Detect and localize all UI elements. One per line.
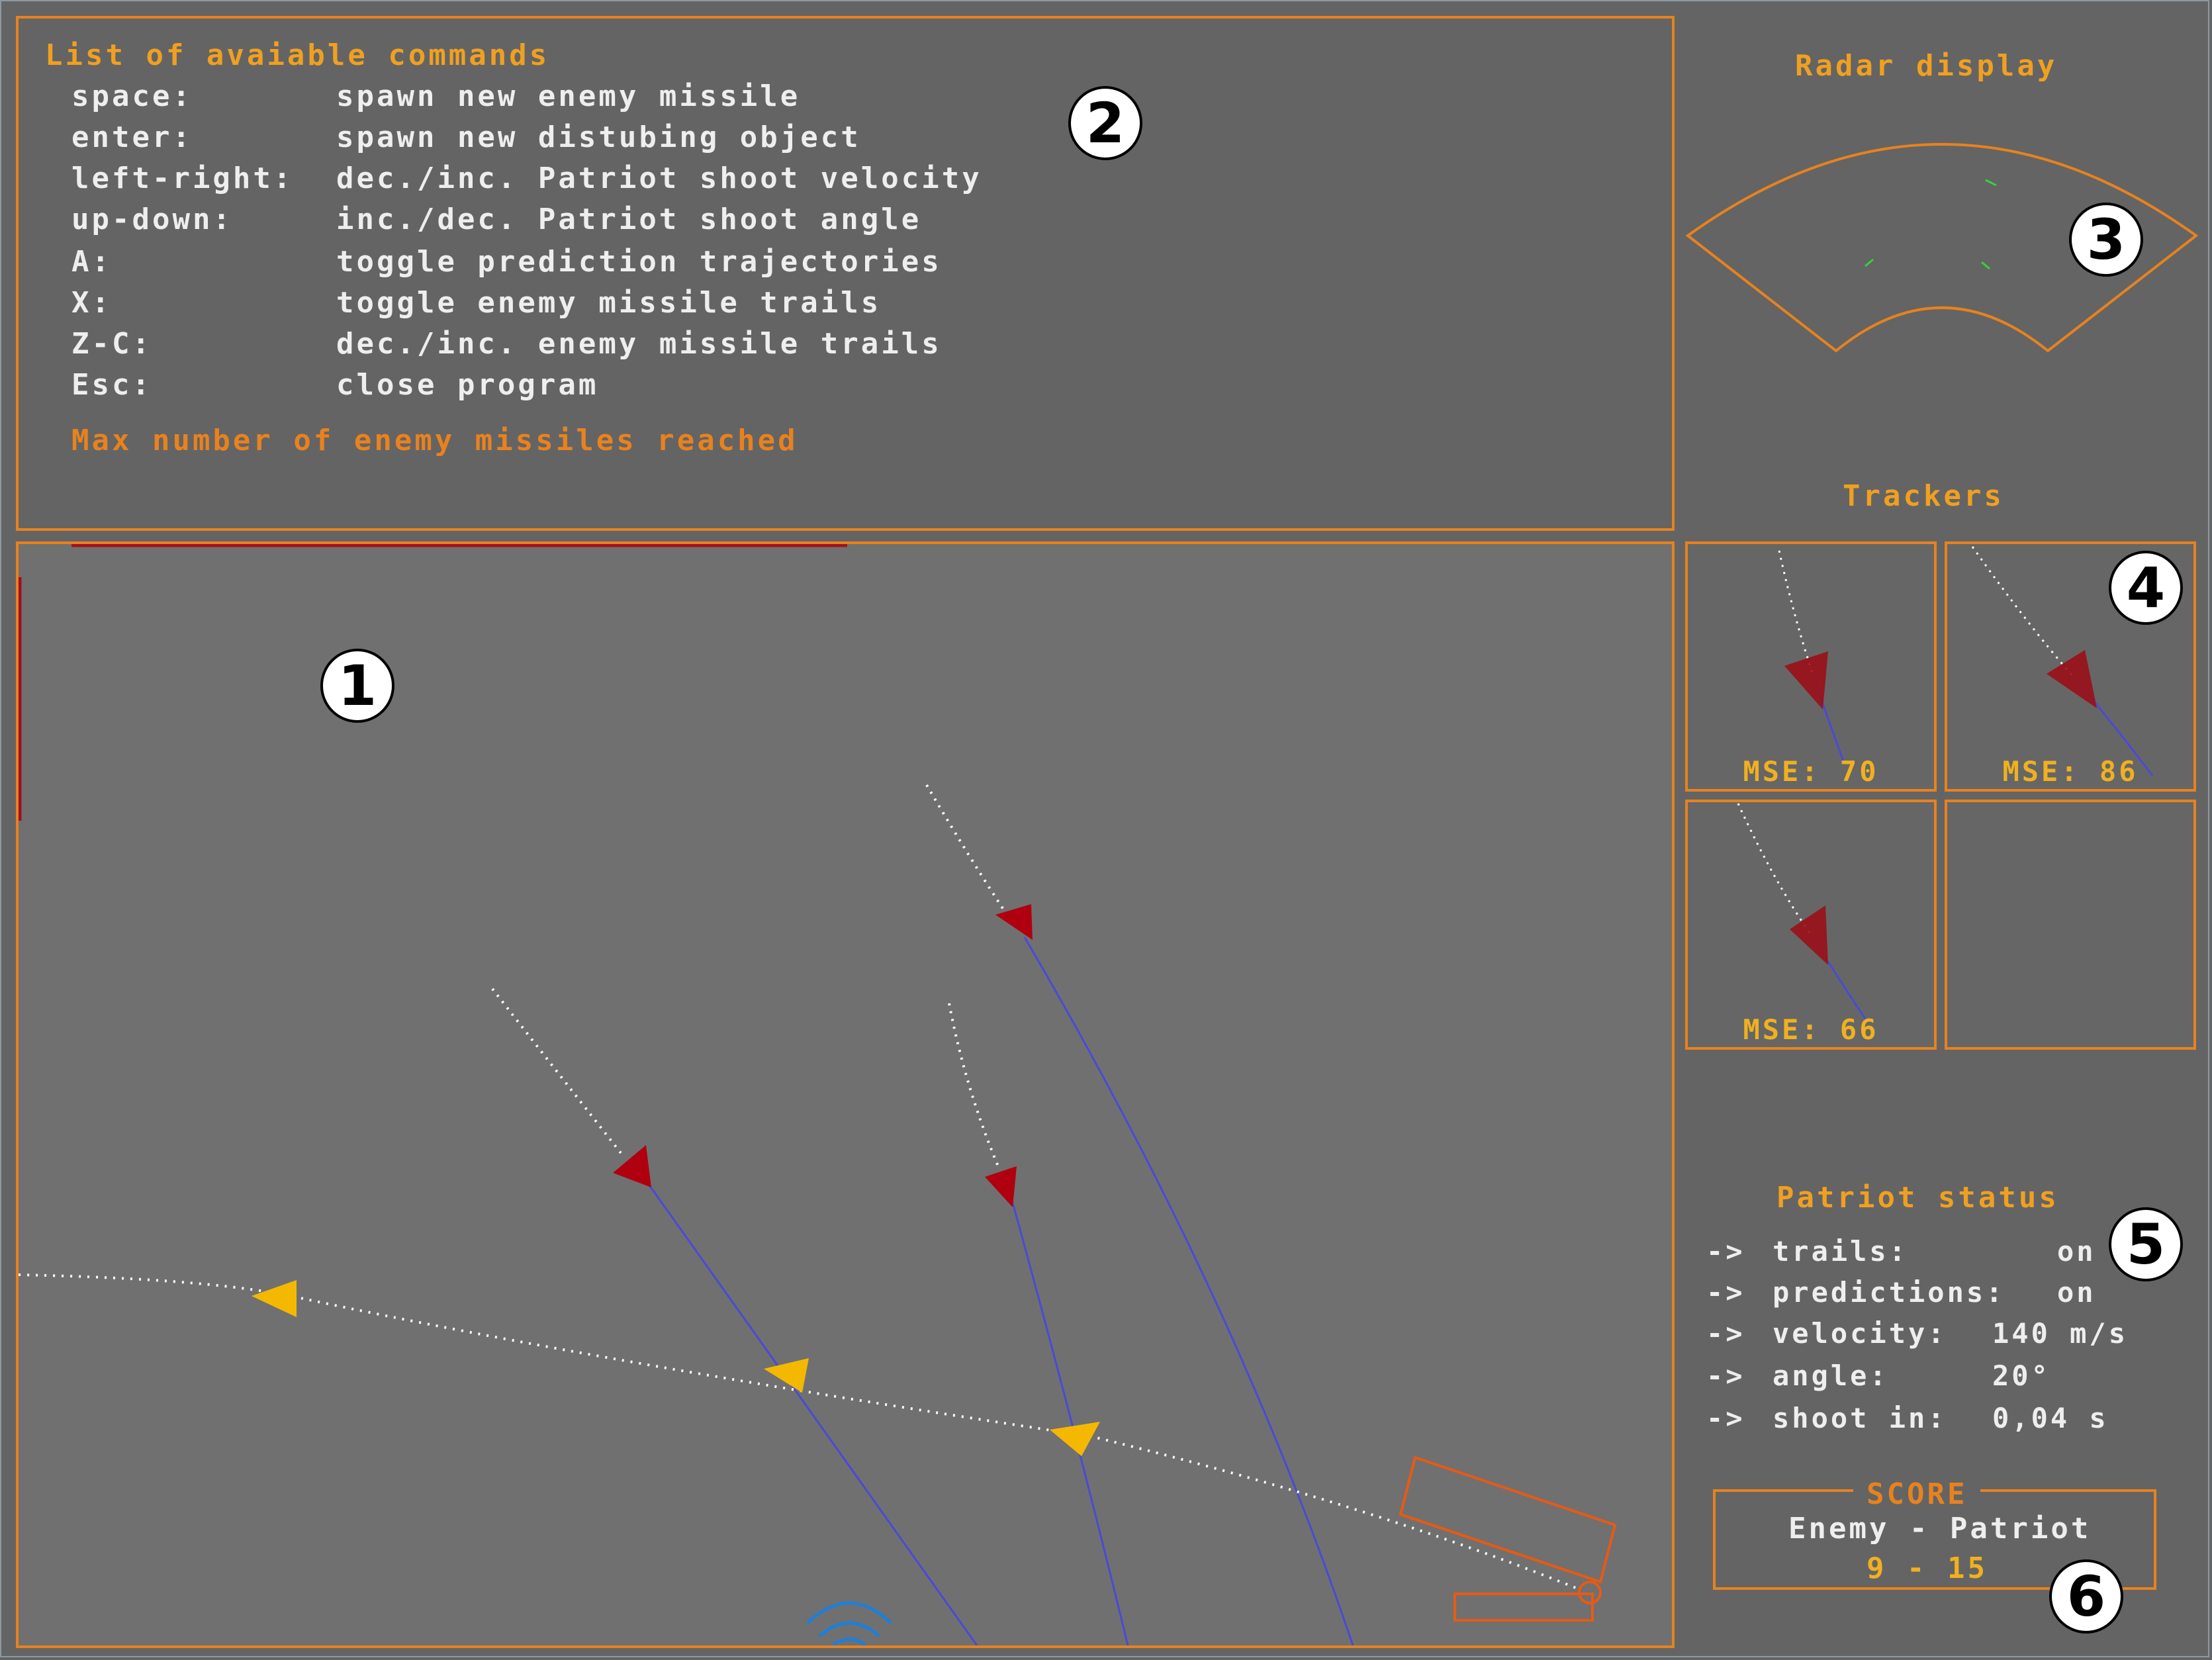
badge-5: 5: [2109, 1207, 2183, 1281]
radar-display: [1685, 143, 2199, 353]
tracker-mse: MSE: 70: [1743, 755, 1879, 788]
command-desc: spawn new enemy missile: [336, 79, 801, 113]
command-desc: dec./inc. Patriot shoot velocity: [336, 161, 982, 195]
badge-4: 4: [2109, 551, 2183, 625]
enemy-missile-trail: [925, 784, 1013, 923]
command-desc: toggle enemy missile trails: [336, 286, 882, 320]
badge-2: 2: [1068, 86, 1142, 160]
tracker-cell-empty: [1945, 800, 2196, 1050]
enemy-missile: [985, 1166, 1017, 1207]
radar-sector: [1685, 143, 2199, 353]
command-key: space:: [71, 79, 193, 113]
badge-3: 3: [2069, 203, 2143, 277]
status-value: 20°: [1992, 1360, 2051, 1392]
battlefield-canvas[interactable]: [16, 541, 1675, 1648]
radar-icon: [806, 1601, 892, 1645]
status-label: angle:: [1773, 1360, 1889, 1392]
command-key: enter:: [71, 120, 193, 154]
command-desc: close program: [336, 368, 599, 402]
patriot-missile: [1050, 1422, 1100, 1456]
status-value: 0,04 s: [1992, 1402, 2109, 1434]
command-key: X:: [71, 286, 112, 320]
status-title: Patriot status: [1776, 1181, 2059, 1215]
status-value: 140 m/s: [1992, 1317, 2129, 1350]
command-desc: toggle prediction trajectories: [336, 245, 942, 279]
enemy-missile-trail: [491, 988, 622, 1154]
radar-title: Radar display: [1795, 49, 2058, 83]
tracker-mse: MSE: 86: [2002, 755, 2139, 788]
commands-title: List of avaiable commands: [45, 38, 550, 72]
score-labels: Enemy - Patriot: [1788, 1512, 2092, 1545]
radar-blip: [1985, 179, 1997, 187]
enemy-missile: [995, 904, 1033, 940]
command-key: A:: [71, 245, 112, 279]
score-values: 9 - 15: [1866, 1551, 1988, 1585]
badge-6: 6: [2049, 1559, 2123, 1634]
enemy-missile-trail: [948, 1003, 999, 1167]
status-label: trails:: [1773, 1235, 1909, 1268]
tracker-mse: MSE: 66: [1743, 1013, 1879, 1046]
command-desc: dec./inc. enemy missile trails: [336, 327, 942, 361]
battlefield-scene: [19, 544, 1617, 1645]
score-title: SCORE: [1853, 1477, 1981, 1511]
tracker-view: [1778, 550, 1845, 763]
prediction-trajectory: [1006, 1183, 1129, 1645]
arrow-icon: ->: [1706, 1276, 1745, 1309]
arrow-icon: ->: [1706, 1360, 1745, 1392]
badge-1: 1: [320, 649, 394, 723]
status-value: on: [2057, 1235, 2096, 1268]
arrow-icon: ->: [1706, 1235, 1745, 1268]
prediction-trajectory: [1023, 937, 1354, 1645]
status-label: shoot in:: [1773, 1402, 1947, 1434]
command-desc: spawn new distubing object: [336, 120, 861, 154]
prediction-trajectory: [642, 1176, 978, 1645]
command-key: Esc:: [71, 368, 152, 402]
command-key: left-right:: [71, 161, 294, 195]
tracker-view: [1971, 546, 2154, 776]
command-desc: inc./dec. Patriot shoot angle: [336, 203, 922, 236]
trackers-title: Trackers: [1843, 479, 2004, 513]
arrow-icon: ->: [1706, 1402, 1745, 1434]
status-label: predictions:: [1773, 1276, 2005, 1309]
tracker-cell: MSE: 70: [1685, 541, 1937, 792]
radar-blip: [1865, 258, 1874, 267]
patriot-missile: [764, 1358, 809, 1393]
commands-panel: List of avaiable commands space: spawn ne…: [16, 16, 1675, 531]
patriot-missile-trail: [19, 1273, 1581, 1591]
status-value: on: [2057, 1276, 2096, 1309]
enemy-missile: [613, 1145, 651, 1187]
tracker-view: [1737, 803, 1868, 1021]
max-missiles-warning: Max number of enemy missiles reached: [71, 424, 798, 457]
status-label: velocity:: [1773, 1317, 1947, 1350]
command-key: Z-C:: [71, 327, 152, 361]
radar-blip: [1981, 261, 1990, 270]
patriot-launcher: [1399, 1455, 1617, 1622]
arrow-icon: ->: [1706, 1317, 1745, 1350]
tracker-cell: MSE: 66: [1685, 800, 1937, 1050]
patriot-missile: [252, 1280, 297, 1317]
command-key: up-down:: [71, 203, 233, 236]
